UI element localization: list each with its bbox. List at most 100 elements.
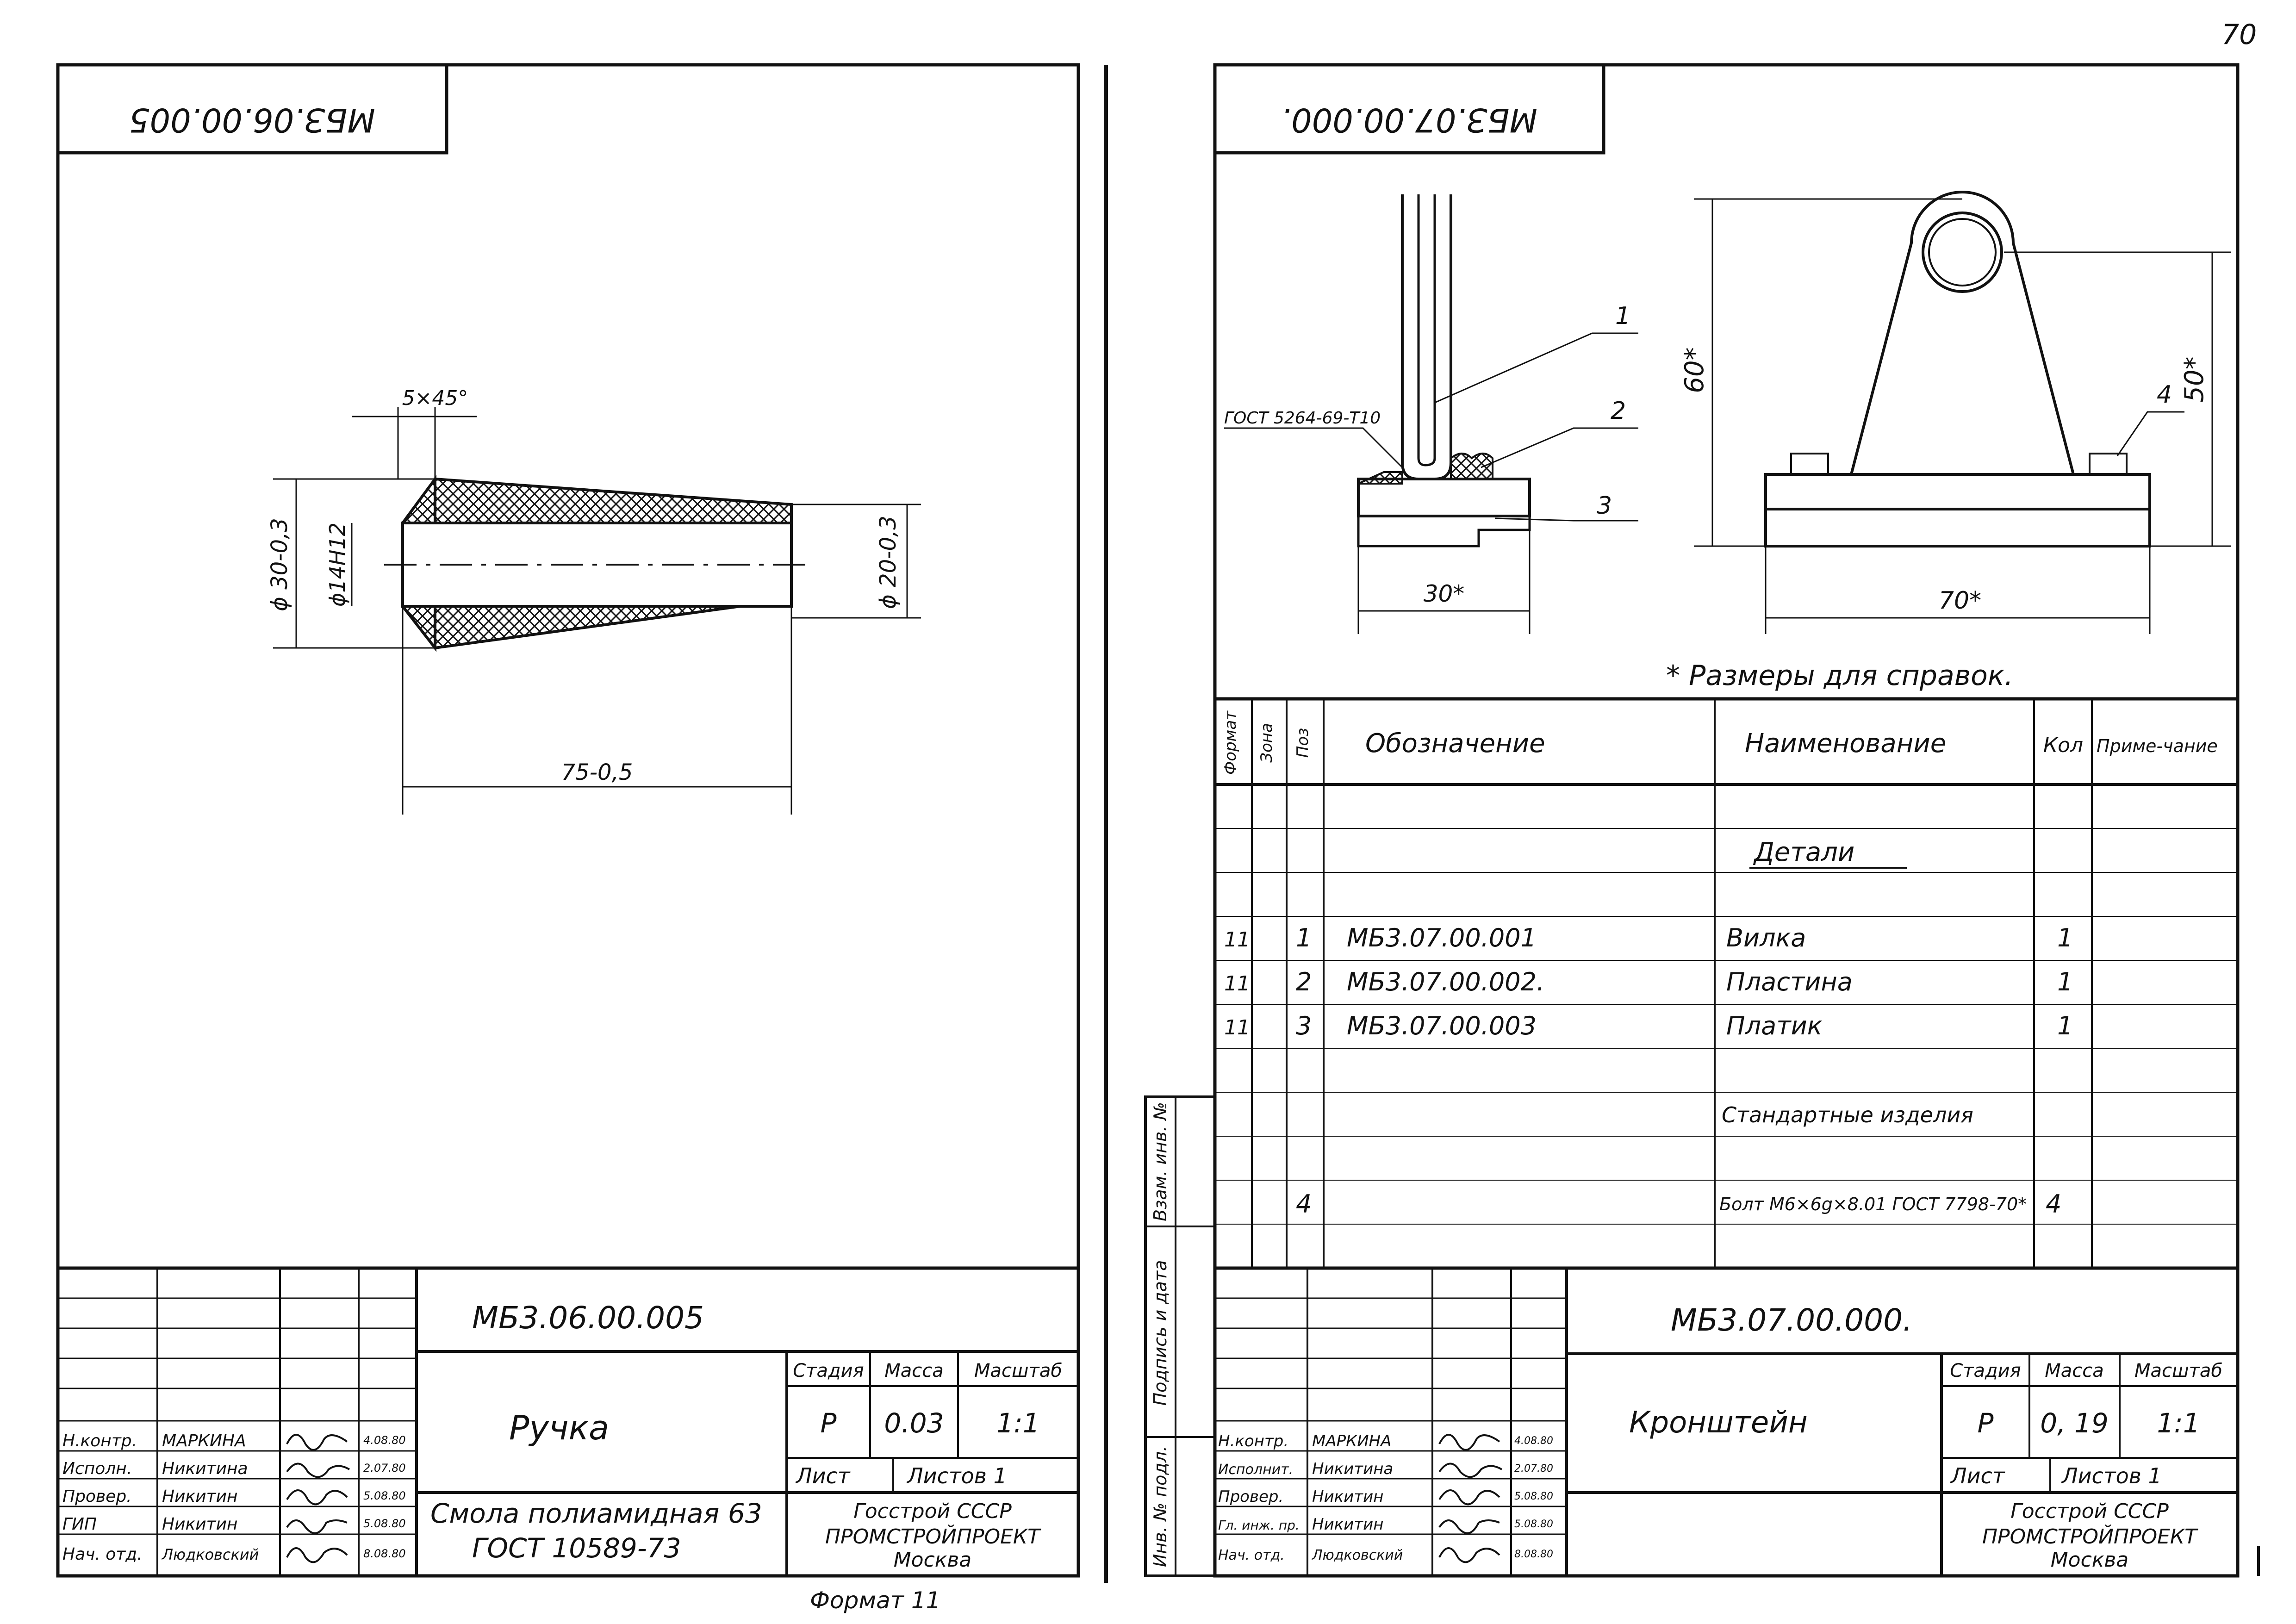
left-designation: МБ3.06.00.005	[472, 1300, 704, 1336]
left-stamp: МБЗ.06.00.005	[129, 101, 375, 139]
end-diameter-dimension: ϕ 20-0,3	[875, 516, 901, 609]
left-sig-role: Нач. отд.	[62, 1545, 143, 1564]
spec-row-format: 11	[1224, 1016, 1250, 1039]
specification-table: Формат Зона Поз Обозначение Наименование…	[1215, 697, 2238, 1268]
right-sheet-label: Лист	[1950, 1463, 2005, 1488]
spec-header-name: Наименование	[1745, 728, 1946, 759]
right-scale-header: Масштаб	[2134, 1360, 2222, 1381]
left-sig-name: Никитин	[162, 1515, 238, 1534]
reference-note: * Размеры для справок.	[1666, 660, 2013, 692]
outer-diameter-dimension: ϕ 30-0,3	[267, 518, 292, 611]
right-sig-date: 5.08.80	[1514, 1518, 1553, 1530]
left-sig-role: ГИП	[62, 1515, 97, 1534]
side-label-replace: Взам. инв. №	[1150, 1102, 1170, 1221]
right-sig-name: МАРКИНА	[1312, 1432, 1392, 1450]
left-sig-date: 2.07.80	[363, 1462, 406, 1475]
right-designation: МБ3.07.00.000.	[1671, 1302, 1912, 1338]
right-sig-role: Нач. отд.	[1218, 1547, 1285, 1563]
bore-diameter-dimension: ϕ14H12	[325, 523, 350, 607]
left-sig-name: Никитина	[162, 1459, 248, 1478]
left-mass: 0.03	[884, 1407, 944, 1439]
hole-height-dimension: 50*	[2179, 356, 2209, 402]
right-sheet: МБЗ.07.00.000. 30* ГОСТ 5264-69-Т10 1 2 …	[1144, 63, 2260, 1578]
right-org-2: ПРОМСТРОЙПРОЕКТ	[1982, 1524, 2198, 1549]
length-dimension: 75-0,5	[561, 759, 633, 785]
spec-row-qty: 1	[2057, 923, 2073, 952]
spec-row-name: Пластина	[1726, 967, 1853, 996]
left-signatures-scribbles	[286, 1434, 350, 1563]
spec-row-pos: 4	[1296, 1189, 1312, 1219]
height-dimension: 60*	[1680, 347, 1710, 393]
spec-row-format: 11	[1224, 972, 1250, 996]
right-part-name: Кронштейн	[1629, 1406, 1808, 1440]
front-width-dimension: 70*	[1939, 587, 1981, 615]
spec-row-pos: 3	[1296, 1011, 1312, 1040]
left-sig-date: 5.08.80	[363, 1489, 406, 1502]
right-mass: 0, 19	[2040, 1407, 2109, 1439]
left-stage: Р	[821, 1407, 837, 1439]
right-stamp: МБЗ.07.00.000.	[1281, 101, 1537, 139]
right-stamp-box	[1213, 63, 1605, 155]
side-label-sign: Подпись и дата	[1150, 1260, 1170, 1406]
left-sig-name: Людковский	[162, 1546, 259, 1563]
right-sig-role: Гл. инж. пр.	[1218, 1518, 1300, 1533]
spec-row-name: Платик	[1726, 1011, 1823, 1040]
section-standard: Стандартные изделия	[1722, 1102, 1973, 1127]
left-frame	[56, 63, 1080, 1578]
right-sig-name: Людковский	[1312, 1547, 1403, 1563]
page-number: 70	[2221, 19, 2257, 51]
right-sig-role: Провер.	[1218, 1487, 1283, 1506]
left-org-3: Москва	[894, 1548, 972, 1572]
side-strip: Инв. № подл. Подпись и дата Взам. инв. №	[1144, 1095, 1216, 1577]
left-sig-date: 5.08.80	[363, 1517, 406, 1530]
right-sig-name: Никитин	[1312, 1487, 1383, 1506]
right-sig-date: 2.07.80	[1514, 1463, 1553, 1475]
right-stage: Р	[1978, 1407, 1994, 1439]
left-sig-role: Провер.	[62, 1487, 132, 1506]
handle-drawing: 75-0,5 ϕ 30-0,3 ϕ14H12 ϕ 20-0,3 5×45°	[267, 386, 921, 815]
left-material-1: Смола полиамидная 63	[430, 1498, 762, 1529]
right-sheets-label: Листов 1	[2061, 1463, 2162, 1488]
spec-header-pos: Поз	[1294, 728, 1312, 758]
spec-row-format: 11	[1224, 928, 1250, 952]
spec-header-qty: Кол	[2043, 734, 2083, 757]
spec-row-qty: 1	[2057, 967, 2073, 996]
right-title-block: МБ3.07.00.000. Кронштейн Стадия Масса Ма…	[1215, 1266, 2238, 1576]
left-org-2: ПРОМСТРОЙПРОЕКТ	[825, 1524, 1041, 1549]
spec-header-note: Приме-чание	[2097, 736, 2218, 756]
left-part-name: Ручка	[509, 1408, 609, 1447]
right-sig-role: Исполнит.	[1218, 1462, 1293, 1478]
right-sig-date: 5.08.80	[1514, 1491, 1553, 1502]
left-sheet: МБЗ.06.00.005 75-0,5 ϕ 30-0,3 ϕ14H12 ϕ 2…	[56, 63, 1080, 1614]
left-sig-date: 4.08.80	[363, 1434, 406, 1447]
right-sig-date: 4.08.80	[1514, 1435, 1553, 1447]
left-org-1: Госстрой СССР	[853, 1500, 1012, 1523]
right-stage-header: Стадия	[1950, 1360, 2021, 1381]
front-view: 70* 60* 50* 4	[1680, 191, 2231, 634]
spec-row-name: Болт М6×6g×8.01 ГОСТ 7798-70*	[1719, 1194, 2027, 1214]
left-material-2: ГОСТ 10589-73	[472, 1532, 681, 1564]
format-label: Формат 11	[810, 1587, 940, 1614]
spec-row-designation: МБ3.07.00.001	[1347, 923, 1537, 952]
spec-header-format: Формат	[1221, 710, 1240, 775]
left-sig-name: Никитин	[162, 1487, 238, 1506]
right-sig-date: 8.08.80	[1514, 1549, 1553, 1560]
side-width-dimension: 30*	[1424, 580, 1465, 607]
right-frame	[1213, 63, 2240, 1578]
left-sheet-label: Лист	[795, 1463, 851, 1488]
left-stamp-box	[56, 63, 448, 155]
right-scale: 1:1	[2157, 1407, 2200, 1439]
weld-note: ГОСТ 5264-69-Т10	[1224, 409, 1381, 428]
right-sig-role: Н.контр.	[1218, 1432, 1288, 1450]
left-sig-date: 8.08.80	[363, 1547, 406, 1560]
left-sig-role: Исполн.	[62, 1459, 132, 1478]
left-stage-header: Стадия	[793, 1360, 864, 1381]
spec-header-designation: Обозначение	[1365, 728, 1545, 759]
spec-row-pos: 1	[1296, 923, 1312, 952]
side-view: 30* ГОСТ 5264-69-Т10 1 2 3	[1224, 194, 1638, 634]
right-org-3: Москва	[2051, 1548, 2129, 1572]
callout-4: 4	[2157, 381, 2172, 409]
left-scale: 1:1	[996, 1407, 1039, 1439]
spec-row-qty: 4	[2046, 1189, 2061, 1219]
